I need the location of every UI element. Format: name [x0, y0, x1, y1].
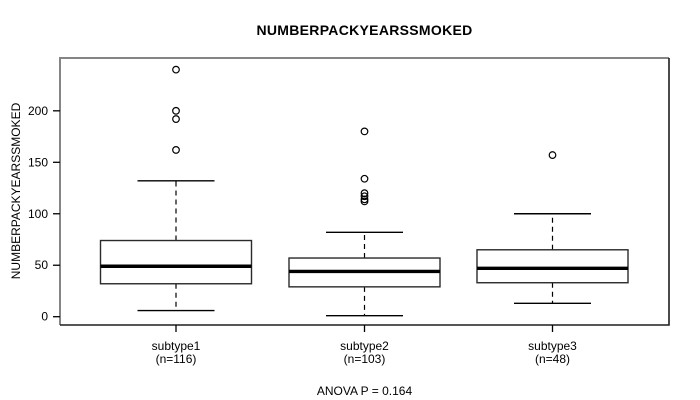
anova-p-text: ANOVA P = 0.164	[316, 384, 413, 398]
plot-border-bottomright	[60, 58, 670, 326]
outlier-point	[548, 151, 557, 159]
y-axis-tick-label: 0	[41, 310, 48, 324]
outlier-point	[360, 127, 369, 136]
outlier-point	[172, 146, 180, 154]
outlier-point	[172, 106, 180, 115]
y-axis-tick-label: 50	[35, 258, 49, 272]
y-axis-tick-label: 150	[28, 155, 48, 169]
outlier-point	[360, 174, 369, 183]
plot-border-topleft	[59, 57, 669, 325]
outlier-point	[360, 192, 369, 201]
iqr-box-subtype3	[476, 249, 629, 284]
outlier-point	[172, 115, 180, 123]
outlier-point	[360, 189, 369, 198]
y-axis-tick-label: 100	[28, 207, 48, 221]
outlier-point	[172, 65, 180, 74]
chart-title: NUMBERPACKYEARSSMOKED	[256, 22, 473, 38]
iqr-box-subtype1	[99, 239, 253, 285]
y-axis-tick-label: 200	[28, 104, 48, 118]
